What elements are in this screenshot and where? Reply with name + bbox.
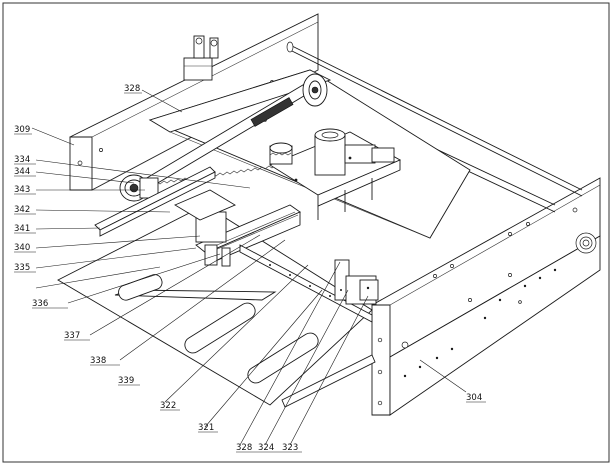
label-340: 340 xyxy=(14,243,30,253)
part-labels: 328 309 334 344 343 342 341 340 335 336 … xyxy=(14,84,486,453)
label-343: 343 xyxy=(14,185,30,195)
right-upright-block xyxy=(334,259,379,305)
label-341: 341 xyxy=(14,224,30,234)
top-left-motor xyxy=(183,35,219,81)
label-335: 335 xyxy=(14,263,30,273)
leader-lines xyxy=(31,89,467,446)
bottom-slide-bar xyxy=(281,354,376,408)
label-336: 336 xyxy=(32,299,48,309)
label-328-bottom: 328 xyxy=(236,443,252,453)
right-pulley xyxy=(302,73,328,107)
label-344: 344 xyxy=(14,167,30,177)
label-338: 338 xyxy=(90,356,106,366)
right-side-plate xyxy=(371,177,601,416)
label-321: 321 xyxy=(198,423,214,433)
label-342: 342 xyxy=(14,205,30,215)
label-334: 334 xyxy=(14,155,30,165)
label-322: 322 xyxy=(160,401,176,411)
label-339: 339 xyxy=(118,376,134,386)
label-337: 337 xyxy=(64,331,80,341)
label-309: 309 xyxy=(14,125,30,135)
carriage-motor xyxy=(269,128,402,220)
label-328-top: 328 xyxy=(124,84,140,94)
linear-module xyxy=(174,189,301,267)
left-side-plate xyxy=(69,13,319,191)
label-323: 323 xyxy=(282,443,298,453)
label-324: 324 xyxy=(258,443,274,453)
label-304: 304 xyxy=(466,393,482,403)
tray-edge-rail xyxy=(239,244,373,323)
front-tray xyxy=(57,204,373,406)
front-rail xyxy=(94,166,216,237)
drawing-border xyxy=(2,2,610,463)
